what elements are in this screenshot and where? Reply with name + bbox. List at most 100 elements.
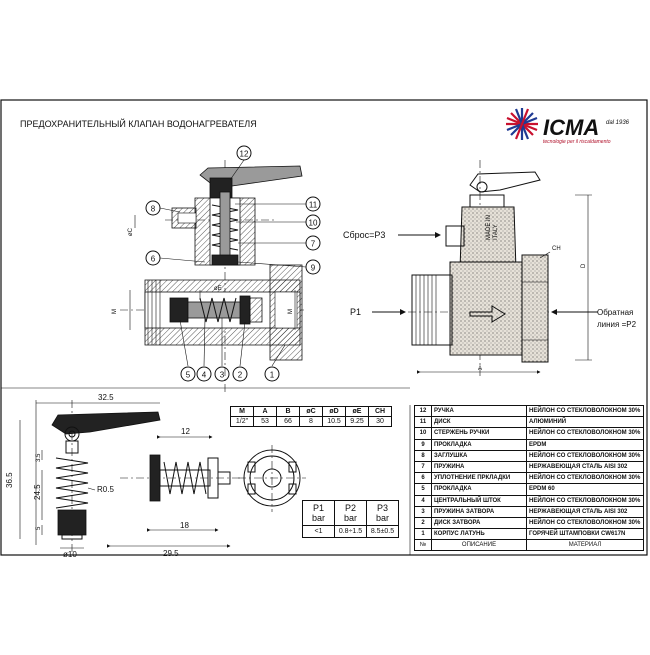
- part-number: 1: [414, 528, 432, 541]
- pressure-value-cell: 0.8÷1.5: [334, 525, 367, 538]
- dimension-value-cell: 30: [368, 416, 392, 427]
- dim-3-5: 3.5: [36, 453, 42, 462]
- dimension-value-cell: 10.5: [322, 416, 346, 427]
- icma-logo: ICMA dal 1936 tecnologie per il riscalda…: [506, 108, 630, 145]
- dim-r0-5: R0.5: [97, 485, 114, 494]
- part-description: ДИСК ЗАТВОРА: [431, 516, 527, 530]
- svg-text:10: 10: [309, 219, 318, 228]
- dim-ch: CH: [552, 246, 561, 252]
- svg-text:4: 4: [202, 371, 207, 380]
- dimension-value-cell: 1/2": [230, 416, 254, 427]
- dimension-header-cell: B: [276, 406, 300, 417]
- svg-text:11: 11: [309, 201, 318, 210]
- part-description: РУЧКА: [431, 404, 527, 418]
- dim-c: øC: [128, 227, 134, 236]
- part-material: EPDM 60: [526, 483, 644, 496]
- dim-12: 12: [181, 427, 190, 436]
- dim-24-5: 24.5: [33, 484, 42, 500]
- part-number: 9: [414, 438, 432, 451]
- stem-subassembly-view: 32.5 36.5 3.5 24.5 5 R0.5 ø10: [5, 393, 161, 559]
- pressure-value-cell: <1: [302, 525, 335, 538]
- dim-18: 18: [180, 521, 189, 530]
- parts-header-material: МАТЕРИАЛ: [526, 539, 644, 552]
- part-number: 10: [414, 427, 432, 440]
- part-material: НЕРЖАВЕЮЩАЯ СТАЛЬ AISI 302: [526, 505, 644, 518]
- part-number: 6: [414, 472, 432, 485]
- drawing-frame: [0, 99, 648, 556]
- logo-suffix: dal 1936: [606, 120, 630, 126]
- svg-text:12: 12: [240, 150, 249, 159]
- dimension-value-cell: 8: [299, 416, 323, 427]
- dim-a: A: [478, 366, 482, 372]
- parts-header-number: №: [414, 539, 432, 552]
- svg-text:5: 5: [186, 371, 191, 380]
- part-material: НЕЙЛОН СО СТЕКЛОВОЛОКНОМ 30%: [526, 427, 644, 440]
- italy-label: ITALY: [493, 224, 499, 240]
- part-number: 3: [414, 505, 432, 518]
- inlet-pressure-label: P1: [350, 307, 361, 317]
- part-description: ЗАГЛУШКА: [431, 449, 527, 462]
- reset-pressure-label: Сброс=P3: [343, 230, 385, 240]
- callout-8: 8: [145, 200, 161, 216]
- part-material: АЛЮМИНИЙ: [526, 416, 644, 429]
- dimension-header-cell: M: [230, 406, 254, 417]
- svg-text:6: 6: [151, 255, 156, 264]
- part-description: ЦЕНТРАЛЬНЫЙ ШТОК: [431, 494, 527, 507]
- part-number: 5: [414, 483, 432, 496]
- part-material: EPDM: [526, 438, 644, 451]
- callout-3: 3: [214, 366, 230, 382]
- part-description: СТЕРЖЕНЬ РУЧКИ: [431, 427, 527, 440]
- return-line-value: линия =P2: [597, 320, 637, 329]
- dimension-value-cell: 53: [253, 416, 277, 427]
- callout-9: 9: [305, 259, 321, 275]
- svg-text:2: 2: [238, 371, 243, 380]
- part-number: 8: [414, 449, 432, 462]
- logo-wordmark: ICMA: [543, 115, 599, 140]
- pressure-unit: bar: [375, 513, 389, 523]
- return-line-label: Обратная: [597, 308, 633, 317]
- logo-tagline: tecnologie per il riscaldamento: [543, 139, 611, 145]
- dim-32-5: 32.5: [98, 393, 114, 402]
- dimension-value-cell: 9.25: [345, 416, 369, 427]
- pressure-label: P1: [312, 503, 324, 513]
- part-description: ПРУЖИНА: [431, 460, 527, 474]
- part-material: НЕЙЛОН СО СТЕКЛОВОЛОКНОМ 30%: [526, 472, 644, 485]
- pressure-value-cell: 8.5±0.5: [366, 525, 399, 538]
- part-number: 12: [414, 404, 432, 418]
- callout-1: 1: [264, 366, 280, 382]
- part-material: НЕЙЛОН СО СТЕКЛОВОЛОКНОМ 30%: [526, 516, 644, 530]
- dimension-header-cell: øD: [322, 406, 346, 417]
- made-in-label: MADE IN: [486, 215, 492, 240]
- section-view: 12 8 6 11 10 7 9 5 4 3 2 1 M M øC øE: [112, 145, 321, 395]
- drawing-title: ПРЕДОХРАНИТЕЛЬНЫЙ КЛАПАН ВОДОНАГРЕВАТЕЛЯ: [20, 118, 257, 129]
- check-valve-view: 12 18 29.5: [107, 427, 240, 558]
- part-description: УПЛОТНЕНИЕ ПРКЛАДКИ: [431, 472, 527, 485]
- external-view: MADE IN ITALY A D CH Сброс=P3 P1 Обратна…: [343, 160, 637, 378]
- part-description: ПРОКЛАДКА: [431, 483, 527, 496]
- dimension-header-cell: CH: [368, 406, 392, 417]
- svg-text:9: 9: [311, 264, 316, 273]
- dim-29-5: 29.5: [163, 549, 179, 558]
- dim-36-5: 36.5: [5, 472, 14, 488]
- pressure-unit: bar: [343, 513, 357, 523]
- part-description: ПРУЖИНА ЗАТВОРА: [431, 505, 527, 518]
